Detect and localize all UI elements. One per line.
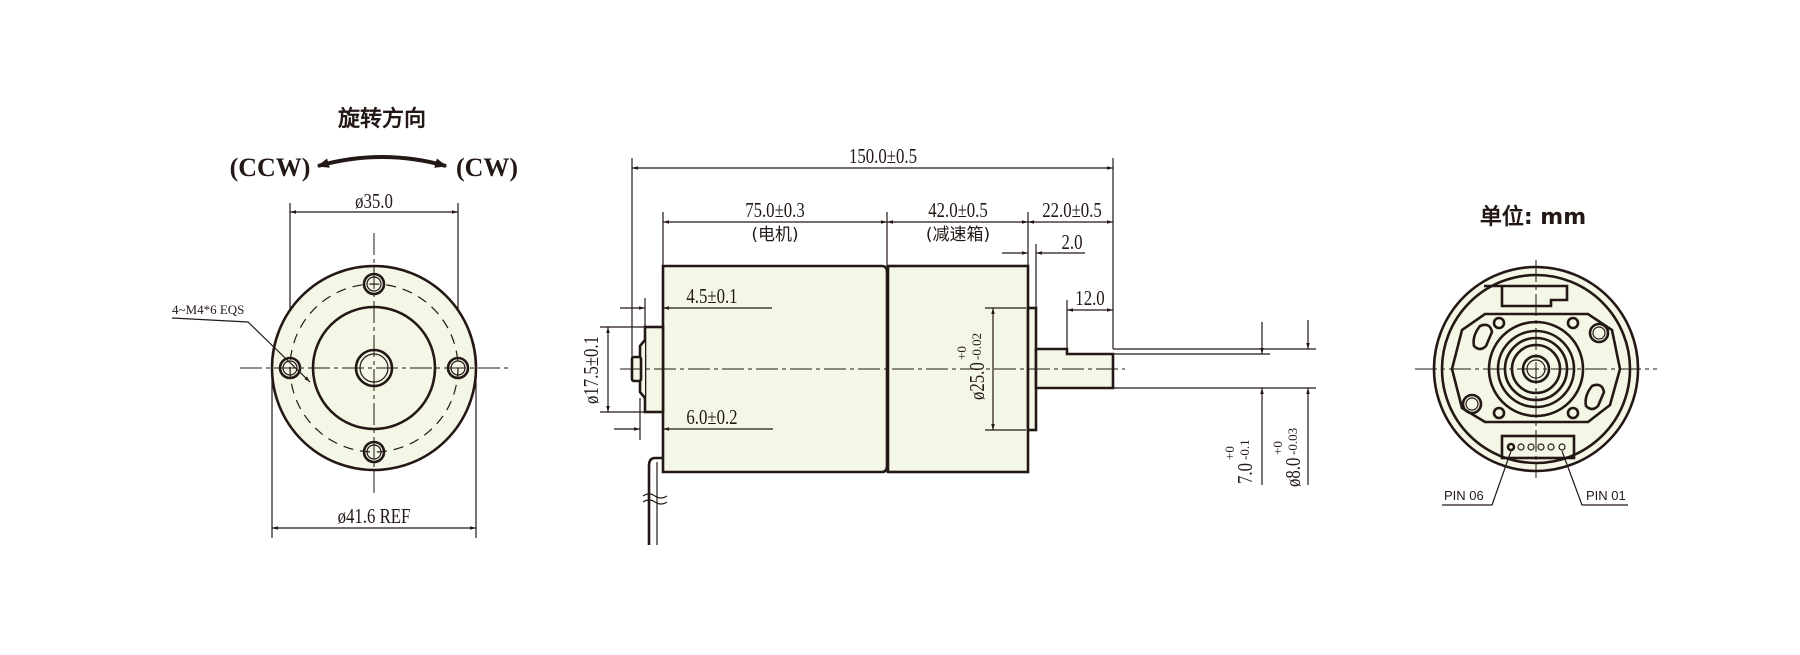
pilot-dia-dim: ø25.0 +0 -0.02: [954, 333, 990, 400]
rear-view: 单位: mm: [1415, 204, 1657, 506]
pin-01-label: PIN 01: [1586, 488, 1626, 503]
unit-label: 单位: mm: [1480, 204, 1586, 230]
connector-pins: [1506, 442, 1566, 452]
flat-dim: 7.0 +0 -0.1: [1222, 439, 1258, 484]
lead-wire: [647, 456, 663, 545]
ccw-label: (CCW): [230, 153, 311, 182]
gearbox-length-dim: 42.0±0.5: [928, 199, 988, 222]
svg-text:7.0: 7.0: [1234, 463, 1257, 484]
screw-note: 4~M4*6 EQS: [172, 302, 244, 317]
flange-thickness-dim: 2.0: [1062, 231, 1083, 254]
flat-length-dim: 12.0: [1075, 287, 1104, 310]
shaft-length-dim: 22.0±0.5: [1042, 199, 1102, 222]
gearbox-label: (减速箱): [926, 225, 990, 245]
svg-text:-0.02: -0.02: [969, 333, 984, 360]
svg-text:-0.1: -0.1: [1237, 439, 1252, 460]
rear-boss-dia-dim: ø17.5±0.1: [580, 336, 603, 404]
total-length-dim: 150.0±0.5: [849, 145, 917, 168]
rotation-arrow-icon: [316, 155, 448, 168]
svg-text:ø25.0: ø25.0: [966, 362, 989, 400]
bolt-circle-dim: ø35.0: [355, 190, 393, 213]
svg-text:+0: +0: [954, 346, 969, 360]
motor-length-dim: 75.0±0.3: [745, 199, 805, 222]
pin-06-label: PIN 06: [1444, 488, 1484, 503]
rotation-title: 旋转方向: [338, 106, 426, 132]
rear-boss-dim-a: 4.5±0.1: [686, 285, 737, 308]
svg-text:-0.03: -0.03: [1285, 428, 1300, 455]
cw-label: (CW): [456, 153, 518, 182]
front-view: 旋转方向 (CCW) (CW) ø35.0 4~M4*6 EQS ø41.6 R…: [171, 106, 518, 538]
svg-text:+0: +0: [1270, 441, 1285, 455]
rear-boss-dim-b: 6.0±0.2: [686, 406, 737, 429]
top-tab: [1484, 284, 1569, 308]
motor-label: (电机): [751, 225, 798, 245]
svg-text:ø8.0: ø8.0: [1282, 458, 1305, 487]
svg-text:+0: +0: [1222, 446, 1237, 460]
side-view: 150.0±0.5 75.0±0.3 (电机) 42.0±0.5 (减速箱) 2…: [580, 145, 1316, 545]
shaft-dia-dim: ø8.0 +0 -0.03: [1270, 428, 1306, 487]
screw-holes: [1461, 316, 1610, 420]
connector: [1500, 434, 1576, 460]
outer-dim: ø41.6 REF: [338, 505, 411, 528]
